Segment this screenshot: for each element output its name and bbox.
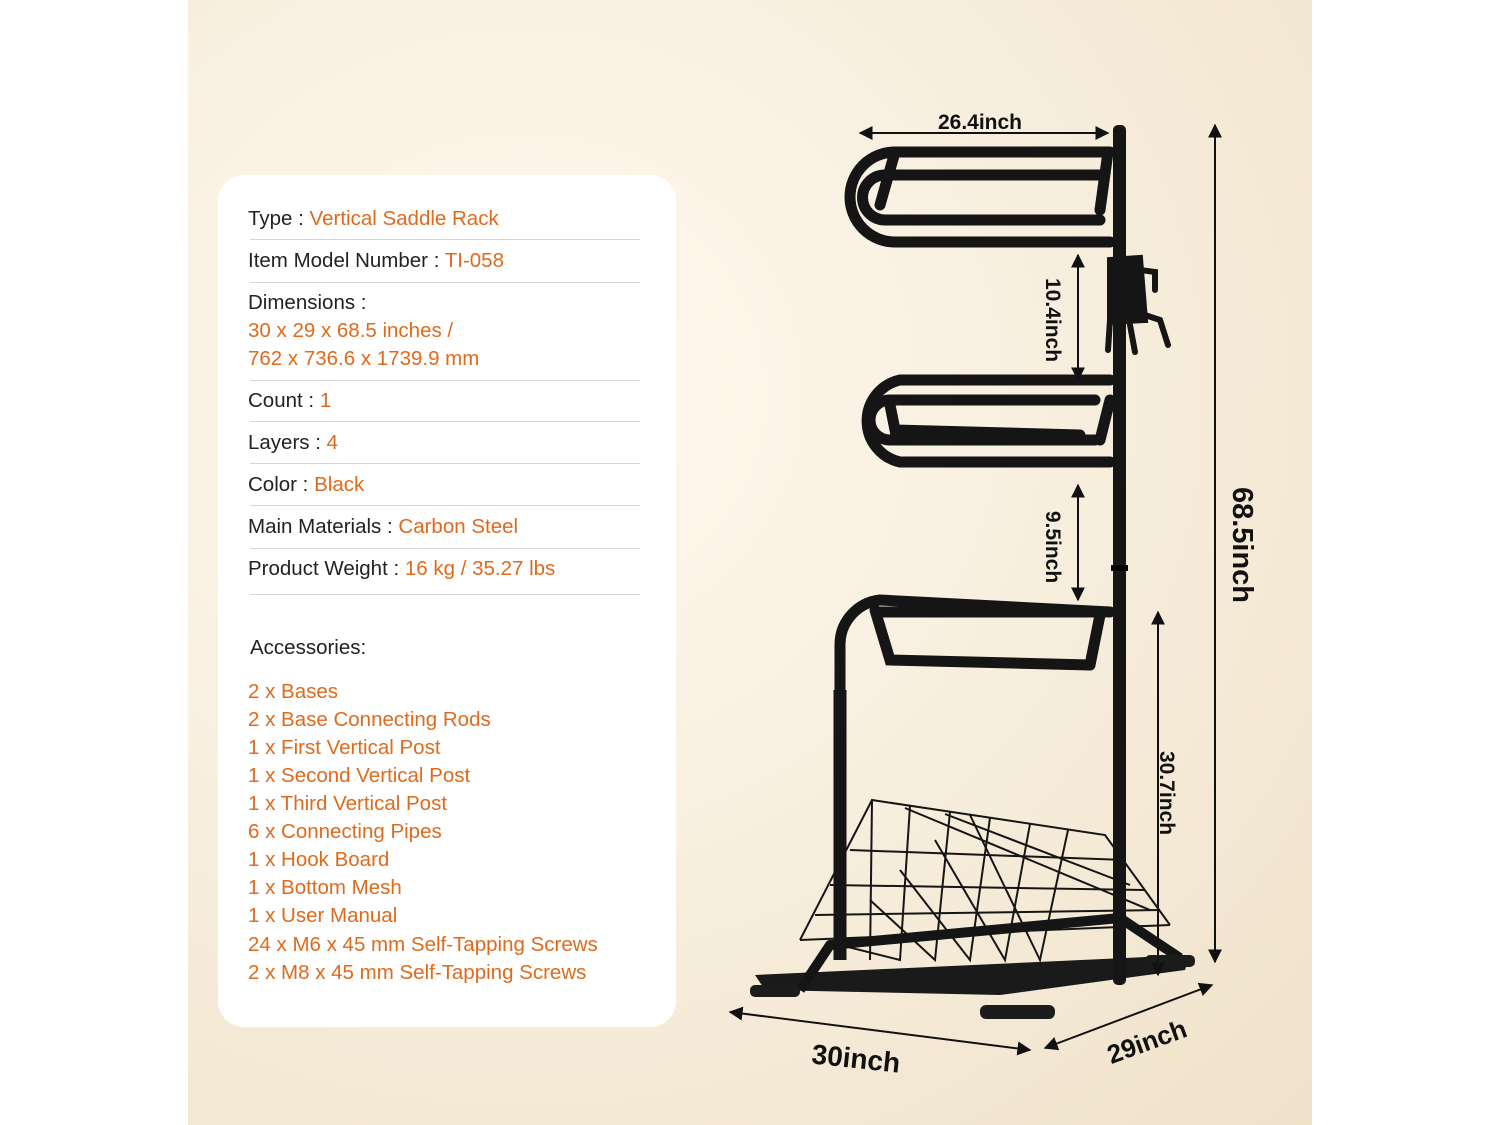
- dim-gap-middle: 9.5inch: [1041, 511, 1064, 583]
- accessories-title: Accessories:: [250, 636, 367, 659]
- spec-label: Dimensions :: [248, 291, 367, 314]
- spec-label: Layers :: [248, 431, 321, 454]
- spec-label: Product Weight :: [248, 557, 400, 580]
- spec-label: Main Materials :: [248, 515, 393, 538]
- spec-count: Count : 1: [248, 387, 640, 415]
- spec-weight: Product Weight : 16 kg / 35.27 lbs: [248, 555, 640, 583]
- accessory-item: 1 x Hook Board: [248, 848, 390, 871]
- spec-value: Black: [314, 473, 365, 496]
- accessory-item: 2 x M8 x 45 mm Self-Tapping Screws: [248, 961, 587, 984]
- spec-value: Carbon Steel: [398, 515, 519, 538]
- spec-value: 1: [319, 389, 332, 412]
- accessory-item: 2 x Base Connecting Rods: [248, 708, 491, 731]
- dim-gap-upper: 10.4inch: [1041, 278, 1064, 362]
- spec-value: 30 x 29 x 68.5 inches /: [248, 319, 454, 342]
- accessory-item: 1 x First Vertical Post: [248, 736, 441, 759]
- spec-value: TI-058: [444, 249, 504, 272]
- spec-label: Item Model Number :: [248, 249, 440, 272]
- spec-materials: Main Materials : Carbon Steel: [248, 513, 640, 541]
- saddle-arm-top: [844, 146, 1116, 248]
- divider: [250, 548, 640, 549]
- spec-value: 4: [326, 431, 339, 454]
- saddle-arm-middle: [861, 374, 1116, 468]
- dim-lower-height: 30.7inch: [1155, 751, 1178, 835]
- spec-value: 16 kg / 35.27 lbs: [404, 557, 556, 580]
- saddle-arm-bottom: [834, 594, 1116, 696]
- dim-total-height: 68.5inch: [1226, 487, 1258, 603]
- divider: [250, 239, 640, 240]
- spec-type: Type : Vertical Saddle Rack: [248, 205, 640, 233]
- divider: [250, 380, 640, 381]
- dimension-lines: [728, 123, 1222, 1056]
- accessory-item: 6 x Connecting Pipes: [248, 820, 442, 843]
- spec-value: 762 x 736.6 x 1739.9 mm: [248, 347, 480, 370]
- hook-board: [1105, 254, 1171, 355]
- accessory-item: 1 x Second Vertical Post: [248, 764, 471, 787]
- accessory-item: 1 x Bottom Mesh: [248, 876, 402, 899]
- spec-label: Count :: [248, 389, 315, 412]
- saddle-rack-illustration: 26.4inch 10.4inch 9.5inch 30.7inch 68.5i…: [728, 111, 1258, 1079]
- spec-card: Type : Vertical Saddle Rack Item Model N…: [218, 175, 676, 1027]
- accessory-item: 2 x Bases: [248, 680, 339, 703]
- divider: [250, 505, 640, 506]
- dim-top-width: 26.4inch: [938, 111, 1022, 134]
- spec-model: Item Model Number : TI-058: [248, 247, 640, 275]
- divider: [250, 421, 640, 422]
- accessory-item: 1 x User Manual: [248, 904, 398, 927]
- accessory-item: 24 x M6 x 45 mm Self-Tapping Screws: [248, 933, 598, 956]
- divider: [250, 282, 640, 283]
- vertical-post: [1111, 125, 1128, 985]
- spec-value: Vertical Saddle Rack: [309, 207, 499, 230]
- spec-label: Type :: [248, 207, 304, 230]
- spec-color: Color : Black: [248, 471, 640, 499]
- spec-layers: Layers : 4: [248, 429, 640, 457]
- spec-label: Color :: [248, 473, 309, 496]
- dim-base-width: 30inch: [810, 1039, 901, 1079]
- divider: [250, 594, 640, 595]
- accessory-item: 1 x Third Vertical Post: [248, 792, 448, 815]
- divider: [250, 463, 640, 464]
- spec-dimensions: Dimensions : 30 x 29 x 68.5 inches / 762…: [248, 289, 640, 373]
